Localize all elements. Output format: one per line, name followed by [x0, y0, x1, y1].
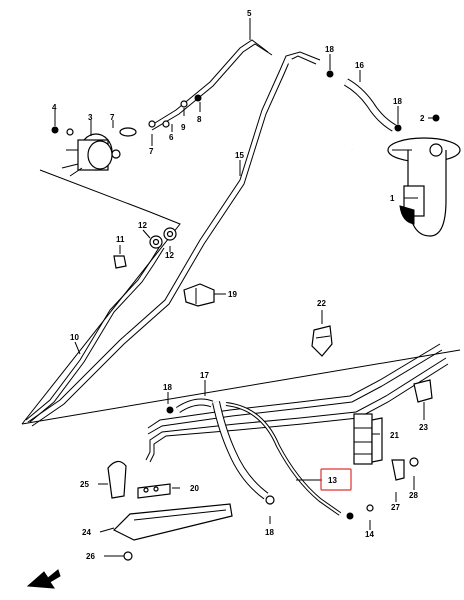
callout-12a: 12 — [138, 221, 147, 230]
callout-14: 14 — [365, 530, 374, 539]
callout-7b: 7 — [149, 147, 154, 156]
bolt-26 — [123, 551, 133, 561]
callout-3: 3 — [88, 113, 93, 122]
clamp-20 — [137, 483, 171, 499]
fuel-pump-assembly — [387, 137, 461, 237]
callout-8: 8 — [197, 115, 202, 124]
callout-9: 9 — [181, 123, 186, 132]
callout-7a: 7 — [110, 113, 115, 122]
callout-11: 11 — [116, 235, 125, 244]
callout-labels: 5 4 3 7 7 6 9 8 15 11 12 12 19 22 10 18 … — [52, 9, 428, 561]
callout-18b: 18 — [393, 97, 402, 106]
leader-lines — [54, 18, 436, 557]
highlight-box — [320, 468, 352, 491]
callout-10: 10 — [70, 333, 79, 342]
front-direction-arrow — [26, 569, 61, 589]
callout-2: 2 — [420, 114, 425, 123]
bracket-22 — [311, 325, 333, 357]
filter-bolts — [51, 94, 202, 137]
callout-6: 6 — [169, 133, 174, 142]
rear-fuel-pipes — [145, 343, 449, 463]
bottom-fasteners — [166, 70, 440, 520]
callout-27: 27 — [391, 503, 400, 512]
callout-16: 16 — [355, 61, 364, 70]
callout-28: 28 — [409, 491, 418, 500]
callout-5: 5 — [247, 9, 252, 18]
protector-24 — [112, 503, 233, 541]
callout-18d: 18 — [265, 528, 274, 537]
frame-reference-line — [21, 169, 461, 425]
fuel-hose-upper — [285, 57, 397, 153]
callout-21: 21 — [390, 431, 399, 440]
callout-17: 17 — [200, 371, 209, 380]
callout-23: 23 — [419, 423, 428, 432]
clamp-21 — [353, 413, 383, 465]
callout-4: 4 — [52, 103, 57, 112]
callout-18a: 18 — [325, 45, 334, 54]
clip-23 — [413, 379, 433, 403]
clamp-25 — [107, 460, 127, 499]
callout-22: 22 — [317, 299, 326, 308]
callout-26: 26 — [86, 552, 95, 561]
callout-24: 24 — [82, 528, 91, 537]
grommets-12 — [113, 227, 177, 269]
fittings-27-28 — [391, 457, 419, 481]
callout-15: 15 — [235, 151, 244, 160]
callout-20: 20 — [190, 484, 199, 493]
callout-13: 13 — [328, 476, 337, 485]
fuel-filter — [61, 133, 121, 177]
fuel-pipe-10 — [25, 245, 165, 423]
callout-18c: 18 — [163, 383, 172, 392]
fuel-hose-lower — [176, 398, 342, 516]
callout-19: 19 — [228, 290, 237, 299]
fuel-pipe-15 — [27, 39, 321, 427]
callout-1: 1 — [390, 194, 395, 203]
callout-25: 25 — [80, 480, 89, 489]
callout-12b: 12 — [165, 251, 174, 260]
callout-13-highlight[interactable]: 13 — [320, 468, 352, 491]
clip-19 — [183, 283, 215, 307]
